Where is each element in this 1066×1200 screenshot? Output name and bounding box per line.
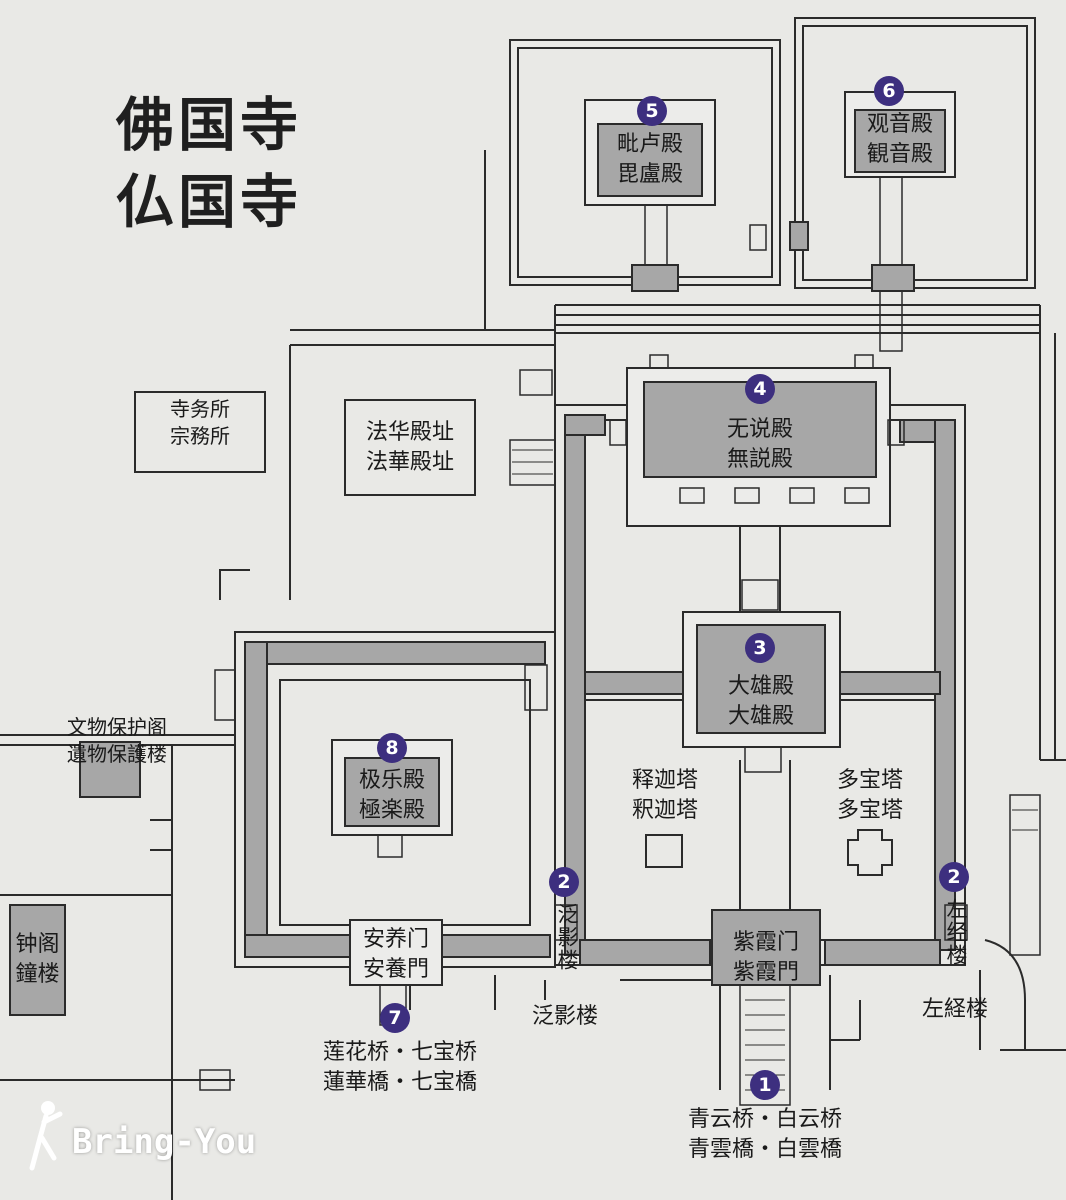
sakya-pagoda-label[interactable]: 释迦塔 釈迦塔 <box>600 766 730 826</box>
cheongun-bridge-jp: 青雲橋・白雲橋 <box>687 1137 842 1162</box>
birojeon-cn: 毗卢殿 <box>616 132 683 157</box>
relic-pavilion-jp: 遺物保護楼 <box>67 742 167 766</box>
title-line-1: 佛国寺 <box>116 91 303 159</box>
geungnakjeon-cn: 极乐殿 <box>358 768 425 793</box>
gwaneumjeon-label[interactable]: 观音殿 観音殿 <box>845 110 955 170</box>
jahamun-cn: 紫霞门 <box>732 930 799 955</box>
bell-pavilion-cn: 钟阁 <box>15 932 60 957</box>
sakyamuni-pagoda-icon <box>645 834 683 868</box>
jwagyeongnu-vertical-label: 左经楼 <box>944 898 968 967</box>
bell-pavilion-label[interactable]: 钟阁 鐘楼 <box>10 930 65 990</box>
beomyeongnu-jp-label[interactable]: 泛影楼 <box>531 1004 598 1029</box>
temple-office-cn: 寺务所 <box>170 397 230 421</box>
daeungjeon-cn: 大雄殿 <box>727 674 794 699</box>
museoljeon-jp: 無説殿 <box>726 447 793 472</box>
gwaneumjeon-jp: 観音殿 <box>866 142 933 167</box>
badge-2-right: 2 <box>939 862 969 892</box>
geungnakjeon-jp: 極楽殿 <box>358 798 425 823</box>
dabo-pagoda-cn: 多宝塔 <box>836 768 903 793</box>
birojeon-building <box>597 123 703 197</box>
museoljeon-label[interactable]: 无说殿 無説殿 <box>644 415 876 475</box>
jahamun-gate <box>711 909 821 986</box>
birojeon-label[interactable]: 毗卢殿 毘盧殿 <box>598 130 702 190</box>
yeonhwa-bridge-jp: 蓮華橋・七宝橋 <box>322 1070 477 1095</box>
badge-5: 5 <box>637 96 667 126</box>
bell-pavilion-jp: 鐘楼 <box>15 962 60 987</box>
title-line-2: 仏国寺 <box>116 168 303 236</box>
dabo-pagoda-icon <box>847 829 893 876</box>
sakya-pagoda-jp: 釈迦塔 <box>631 798 698 823</box>
temple-office-building <box>134 391 266 473</box>
daeungjeon-jp: 大雄殿 <box>727 704 794 729</box>
beophwa-site-label[interactable]: 法华殿址 法華殿址 <box>345 418 475 478</box>
jahamun-jp: 紫霞門 <box>732 960 799 985</box>
sakya-pagoda-cn: 释迦塔 <box>631 768 698 793</box>
beophwa-site-outline <box>344 399 476 496</box>
gwaneumjeon-building <box>854 109 946 173</box>
cheongun-bridge-cn: 青云桥・白云桥 <box>687 1107 842 1132</box>
anyangmun-label[interactable]: 安养门 安養門 <box>350 925 442 985</box>
watermark-text: Bring-You <box>72 1122 257 1162</box>
geungnakjeon-building <box>344 757 440 827</box>
gwaneumjeon-cn: 观音殿 <box>866 112 933 137</box>
watermark-runner-icon <box>29 1101 63 1171</box>
yeonhwa-bridge-cn: 莲花桥・七宝桥 <box>322 1040 477 1065</box>
daeungjeon-label[interactable]: 大雄殿 大雄殿 <box>697 672 825 732</box>
badge-8: 8 <box>377 733 407 763</box>
museoljeon-cn: 无说殿 <box>726 417 793 442</box>
badge-2-left: 2 <box>549 867 579 897</box>
bell-pavilion-building <box>9 904 66 1016</box>
badge-3: 3 <box>745 633 775 663</box>
jwagyeongnu-jp-label[interactable]: 左経楼 <box>921 997 988 1022</box>
geungnakjeon-label[interactable]: 极乐殿 極楽殿 <box>345 766 439 826</box>
temple-office-label[interactable]: 寺务所 宗務所 <box>135 396 265 450</box>
relic-pavilion-cn: 文物保护阁 <box>67 715 167 739</box>
dabo-pagoda-jp: 多宝塔 <box>836 798 903 823</box>
badge-1: 1 <box>750 1070 780 1100</box>
temple-office-jp: 宗務所 <box>170 424 230 448</box>
anyangmun-cn: 安养门 <box>362 927 429 952</box>
relic-pavilion-building <box>79 741 141 798</box>
yeonhwa-chilbo-bridge-label[interactable]: 莲花桥・七宝桥 蓮華橋・七宝橋 <box>300 1038 500 1098</box>
relic-pavilion-label[interactable]: 文物保护阁 遺物保護楼 <box>52 714 182 768</box>
badge-4: 4 <box>745 374 775 404</box>
beophwa-site-cn: 法华殿址 <box>365 420 454 445</box>
cheongun-baegun-bridge-label[interactable]: 青云桥・白云桥 青雲橋・白雲橋 <box>665 1105 865 1165</box>
anyangmun-jp: 安養門 <box>362 957 429 982</box>
beophwa-site-jp: 法華殿址 <box>365 450 454 475</box>
beomyeongnu-vertical-label: 泛影楼 <box>555 903 579 972</box>
badge-6: 6 <box>874 76 904 106</box>
badge-7: 7 <box>380 1003 410 1033</box>
birojeon-jp: 毘盧殿 <box>616 162 683 187</box>
cheongun-baegun-bridge <box>739 984 791 1106</box>
anyangmun-gate <box>349 919 443 986</box>
jahamun-label[interactable]: 紫霞门 紫霞門 <box>712 928 820 988</box>
dabo-pagoda-label[interactable]: 多宝塔 多宝塔 <box>805 766 935 826</box>
